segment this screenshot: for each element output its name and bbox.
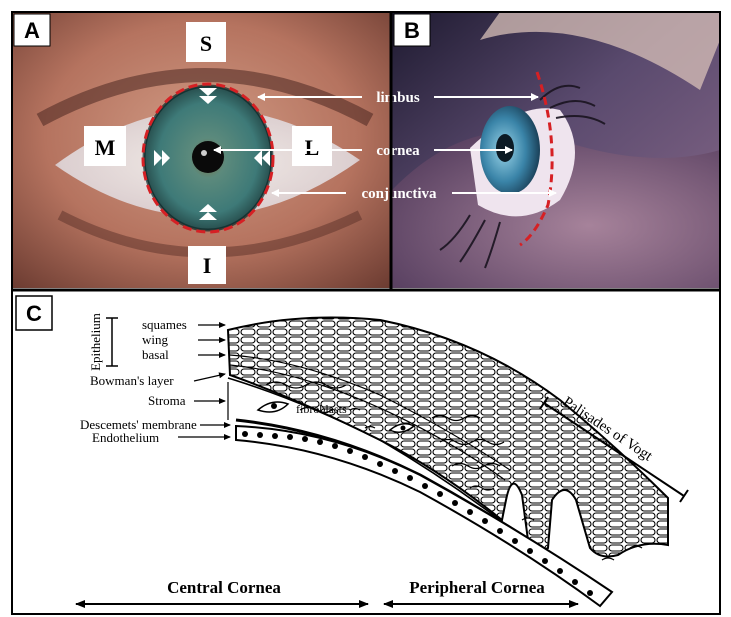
endothelium-label: Endothelium bbox=[92, 430, 159, 445]
limbus-label: limbus bbox=[376, 90, 420, 106]
inferior-label: I bbox=[203, 253, 212, 278]
medial-label: M bbox=[95, 135, 116, 160]
squames-label: squames bbox=[142, 317, 187, 332]
panel-c-letter: C bbox=[26, 301, 42, 326]
basal-label: basal bbox=[142, 347, 169, 362]
panel-b-letter: B bbox=[404, 18, 420, 43]
bowmans-label: Bowman's layer bbox=[90, 373, 174, 388]
central-cornea-label: Central Cornea bbox=[167, 578, 281, 597]
fibroblasts-label: fibroblasts bbox=[296, 402, 347, 416]
epithelium-label: Epithelium bbox=[88, 313, 103, 371]
wing-label: wing bbox=[142, 332, 169, 347]
peripheral-cornea-label: Peripheral Cornea bbox=[409, 578, 545, 597]
stroma-label: Stroma bbox=[148, 393, 186, 408]
lateral-label: L bbox=[305, 135, 320, 160]
panel-c: C bbox=[12, 292, 720, 614]
superior-label: S bbox=[200, 31, 212, 56]
pupil-a bbox=[192, 141, 224, 173]
panel-a-letter: A bbox=[24, 18, 40, 43]
cornea-label: cornea bbox=[376, 143, 420, 159]
conjunctiva-label: conjunctiva bbox=[362, 186, 438, 202]
